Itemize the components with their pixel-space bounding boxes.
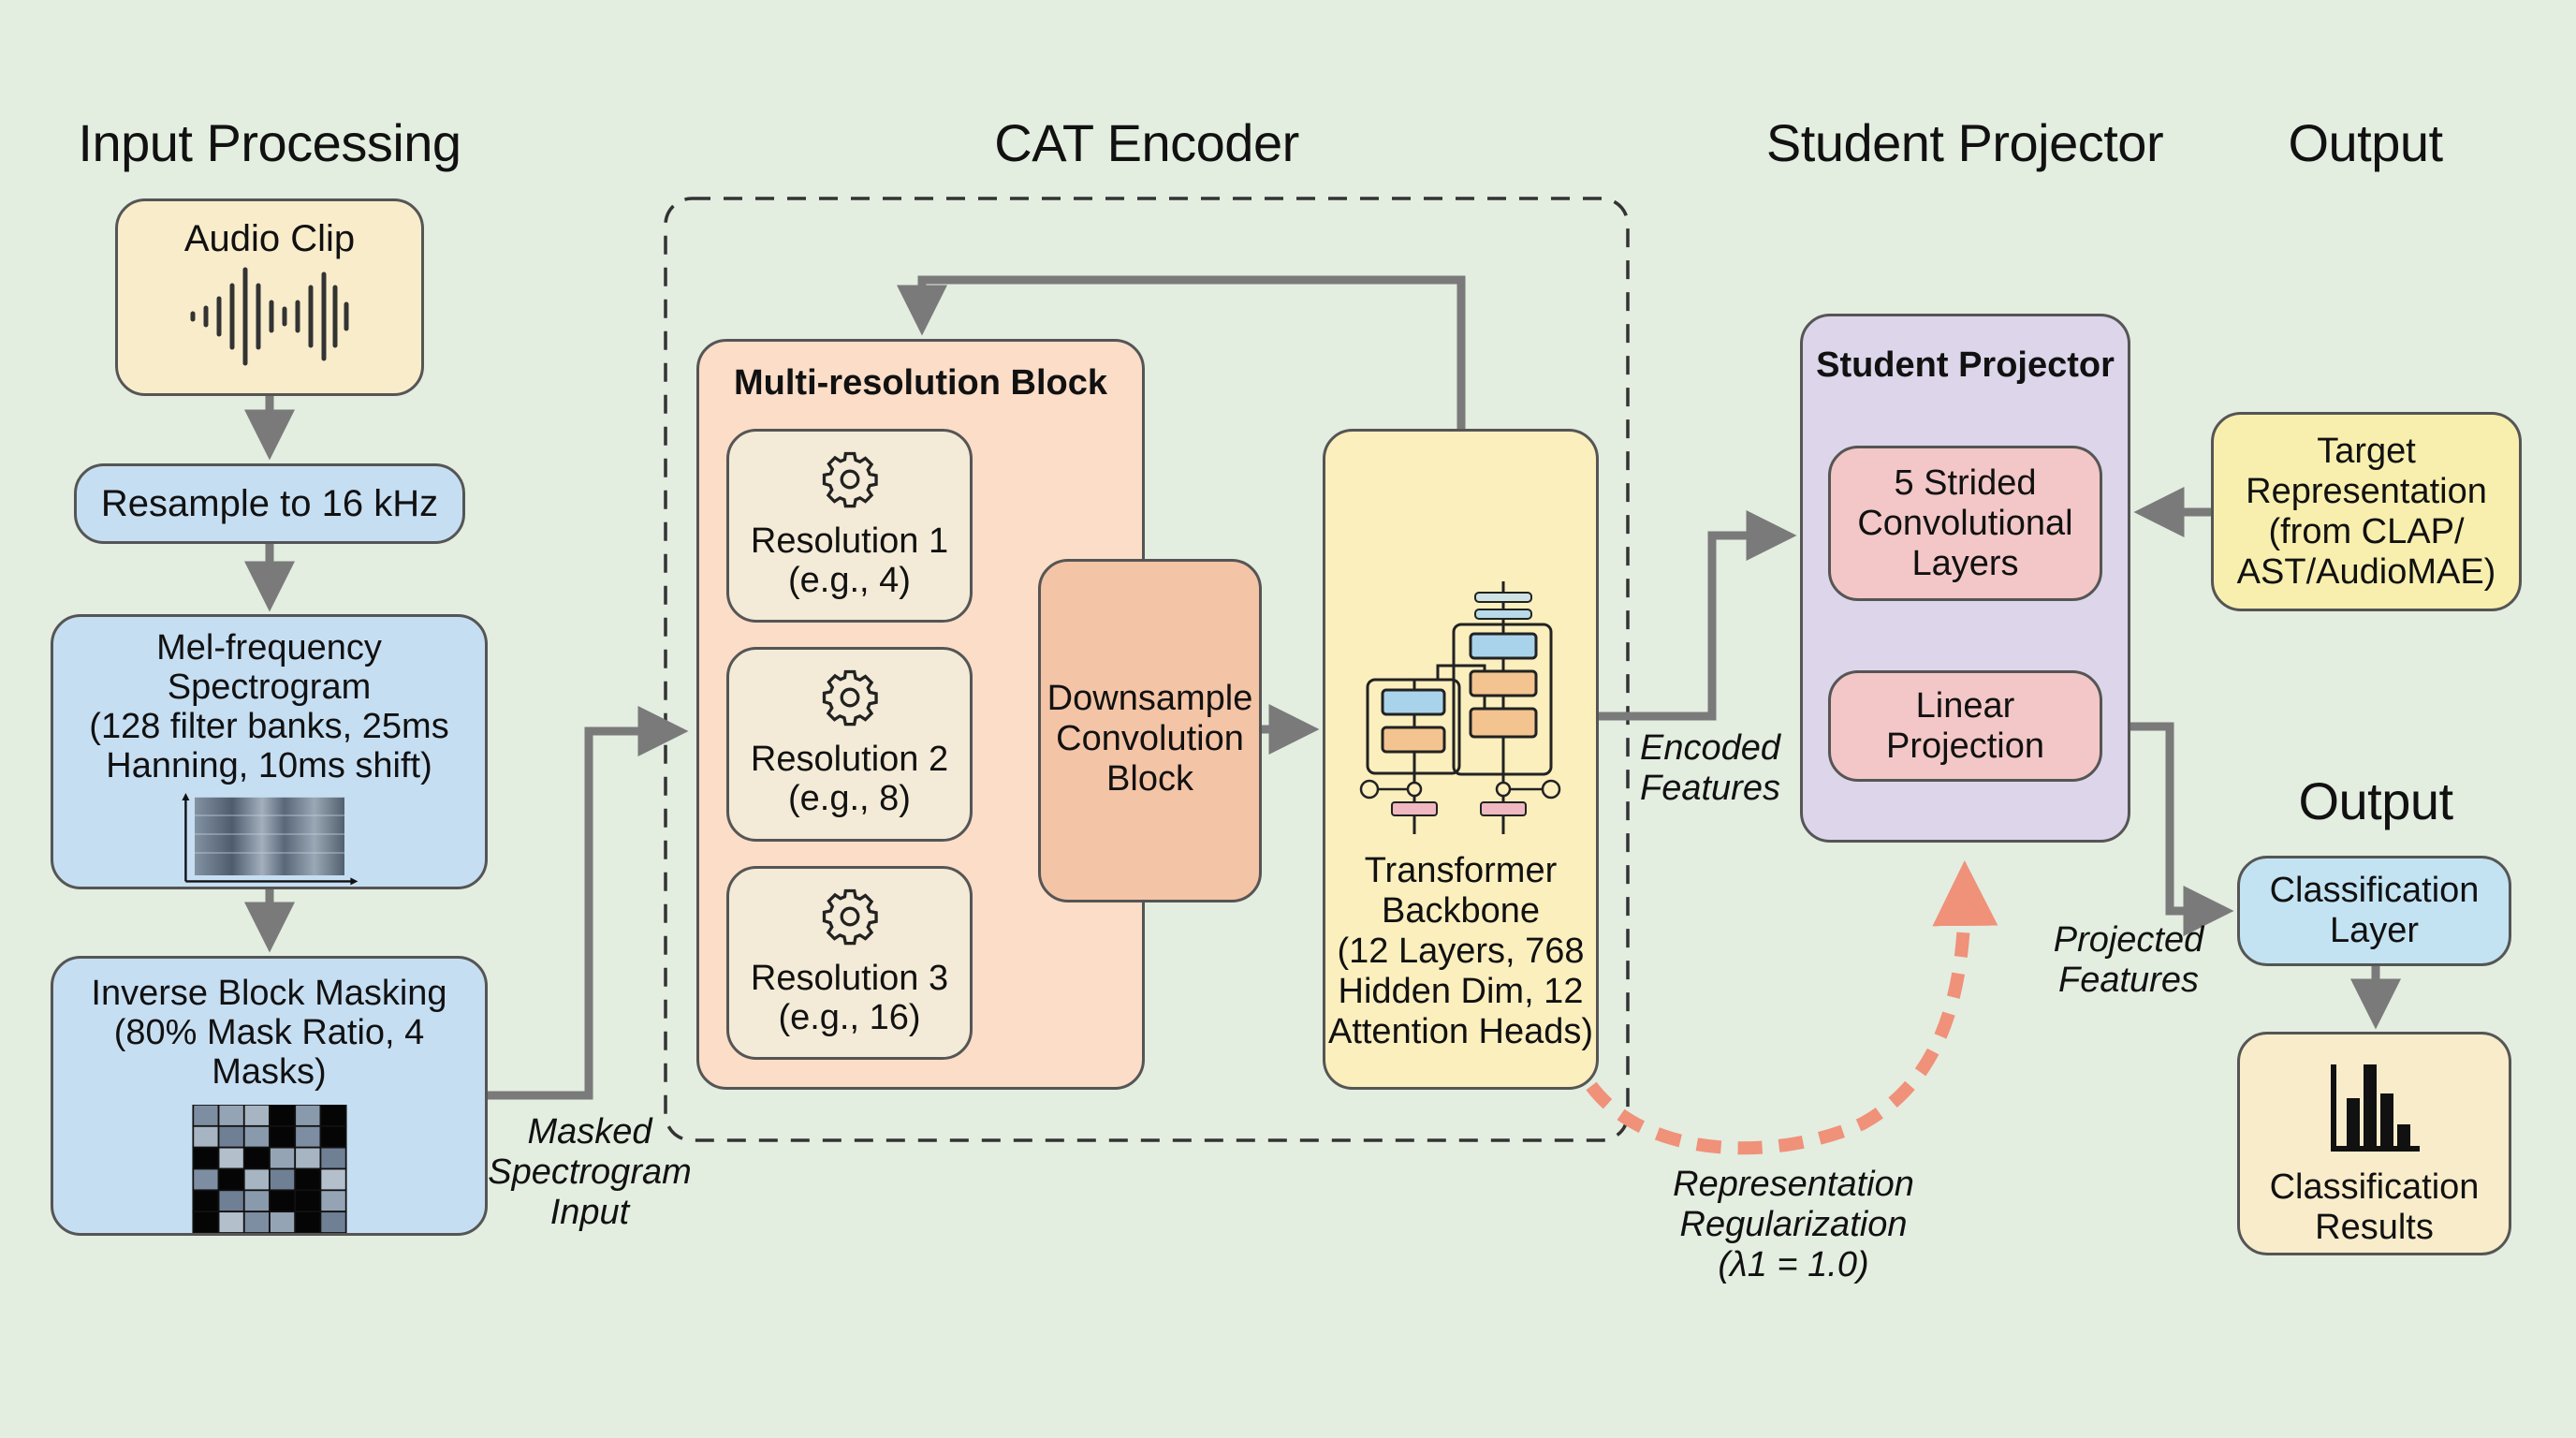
mask-cell-masked: [293, 1211, 321, 1233]
audio-clip-box: Audio Clip: [115, 198, 424, 396]
mask-cell-visible: [191, 1167, 219, 1192]
mask-cell-visible: [293, 1105, 321, 1127]
mask-cell-visible: [217, 1146, 245, 1170]
gear-icon: [822, 451, 878, 508]
bar-chart-icon: [2330, 1064, 2420, 1152]
representation-regularization-label: Representation Regularization (λ1 = 1.0): [1673, 1165, 1914, 1284]
resample-box: Resample to 16 kHz: [74, 463, 465, 544]
resample-label: Resample to 16 kHz: [100, 483, 439, 524]
mask-cell-masked: [268, 1124, 296, 1149]
mask-cell-masked: [268, 1189, 296, 1213]
mask-cell-visible: [319, 1167, 347, 1192]
classification-layer-box: Classification Layer: [2237, 856, 2511, 966]
linear-projection-label: Linear Projection: [1886, 685, 2044, 766]
mask-cell-visible: [191, 1124, 219, 1149]
arrow-projected-features-to-classifier: [2102, 722, 2234, 936]
mask-cell-masked: [319, 1105, 347, 1127]
mask-cell-visible: [293, 1146, 321, 1170]
strided-convolutional-layers-box: 5 Strided Convolutional Layers: [1828, 446, 2102, 601]
masked-grid-icon: [191, 1105, 347, 1233]
section-title-cat-encoder: CAT Encoder: [994, 113, 1299, 172]
downsample-label: Downsample Convolution Block: [1046, 679, 1253, 799]
audio-clip-label: Audio Clip: [183, 218, 356, 259]
mask-cell-visible: [319, 1189, 347, 1213]
student-projector-title: Student Projector: [1816, 345, 2115, 385]
mask-cell-masked: [191, 1189, 219, 1213]
inverse-block-masking-box: Inverse Block Masking (80% Mask Ratio, 4…: [51, 956, 488, 1236]
target-representation-label: Target Representation (from CLAP/ AST/Au…: [2236, 431, 2496, 592]
arrow-masked-input-to-multires: [488, 706, 689, 1100]
arrow-feedback-transformer-to-multires: [897, 275, 1466, 429]
gear-icon: [822, 888, 878, 946]
transformer-icon: [1359, 581, 1560, 834]
mask-cell-visible: [217, 1105, 245, 1127]
section-title-input-processing: Input Processing: [78, 113, 461, 172]
resolution-1-label: Resolution 1 (e.g., 4): [750, 521, 949, 600]
arrow-encoded-features-to-projector: [1599, 510, 1797, 721]
transformer-label: Transformer Backbone (12 Layers, 768 Hid…: [1327, 851, 1594, 1051]
mask-cell-masked: [293, 1167, 321, 1192]
mask-cell-masked: [293, 1189, 321, 1213]
mask-cell-visible: [293, 1124, 321, 1149]
gear-icon: [822, 669, 878, 726]
transformer-backbone-box: Transformer Backbone (12 Layers, 768 Hid…: [1323, 429, 1599, 1090]
arrow-representation-regularization: [1586, 860, 1998, 1155]
mel-spectrogram-label: Mel-frequency Spectrogram (128 filter ba…: [89, 628, 449, 785]
mask-cell-visible: [242, 1189, 271, 1213]
mask-cell-visible: [268, 1167, 296, 1192]
classification-results-box: Classification Results: [2237, 1032, 2511, 1255]
masked-spectrogram-input-label: Masked Spectrogram Input: [488, 1112, 692, 1232]
section-title-output: Output: [2288, 113, 2443, 172]
mask-cell-visible: [191, 1105, 219, 1127]
mask-cell-masked: [319, 1124, 347, 1149]
mask-cell-visible: [268, 1146, 296, 1170]
mask-cell-masked: [191, 1211, 219, 1233]
mask-cell-visible: [217, 1211, 245, 1233]
resolution-3-label: Resolution 3 (e.g., 16): [750, 959, 949, 1037]
mask-cell-visible: [268, 1211, 296, 1233]
mask-cell-visible: [242, 1105, 271, 1127]
classification-layer-label: Classification Layer: [2269, 871, 2480, 950]
mask-cell-visible: [217, 1124, 245, 1149]
mask-cell-visible: [217, 1189, 245, 1213]
section-title-student-projector: Student Projector: [1765, 113, 2164, 172]
mask-cell-masked: [191, 1146, 219, 1170]
resolution-2-box: Resolution 2 (e.g., 8): [726, 647, 973, 842]
mask-cell-visible: [242, 1167, 271, 1192]
target-representation-box: Target Representation (from CLAP/ AST/Au…: [2211, 412, 2522, 611]
mel-spectrogram-box: Mel-frequency Spectrogram (128 filter ba…: [51, 614, 488, 889]
spectrogram-icon: [181, 793, 358, 886]
mask-cell-masked: [268, 1105, 296, 1127]
resolution-2-label: Resolution 2 (e.g., 8): [750, 740, 949, 818]
resolution-3-box: Resolution 3 (e.g., 16): [726, 866, 973, 1060]
linear-projection-box: Linear Projection: [1828, 670, 2102, 782]
mask-cell-visible: [319, 1211, 347, 1233]
strided-conv-label: 5 Strided Convolutional Layers: [1857, 462, 2073, 583]
projected-features-label: Projected Features: [2053, 920, 2204, 1000]
mask-cell-masked: [217, 1167, 245, 1192]
waveform-icon: [190, 267, 349, 366]
mask-cell-visible: [319, 1146, 347, 1170]
resolution-1-box: Resolution 1 (e.g., 4): [726, 429, 973, 623]
section-title-output-secondary: Output: [2298, 771, 2453, 830]
multi-resolution-block-title: Multi-resolution Block: [734, 363, 1107, 403]
encoded-features-label: Encoded Features: [1639, 728, 1781, 808]
classification-results-label: Classification Results: [2269, 1167, 2480, 1247]
mask-cell-visible: [242, 1124, 271, 1149]
inverse-block-masking-label: Inverse Block Masking (80% Mask Ratio, 4…: [91, 974, 447, 1092]
downsample-convolution-block: Downsample Convolution Block: [1038, 559, 1262, 902]
cat-encoder-container: [664, 197, 1630, 1142]
mask-cell-visible: [242, 1211, 271, 1233]
mask-cell-masked: [242, 1146, 271, 1170]
